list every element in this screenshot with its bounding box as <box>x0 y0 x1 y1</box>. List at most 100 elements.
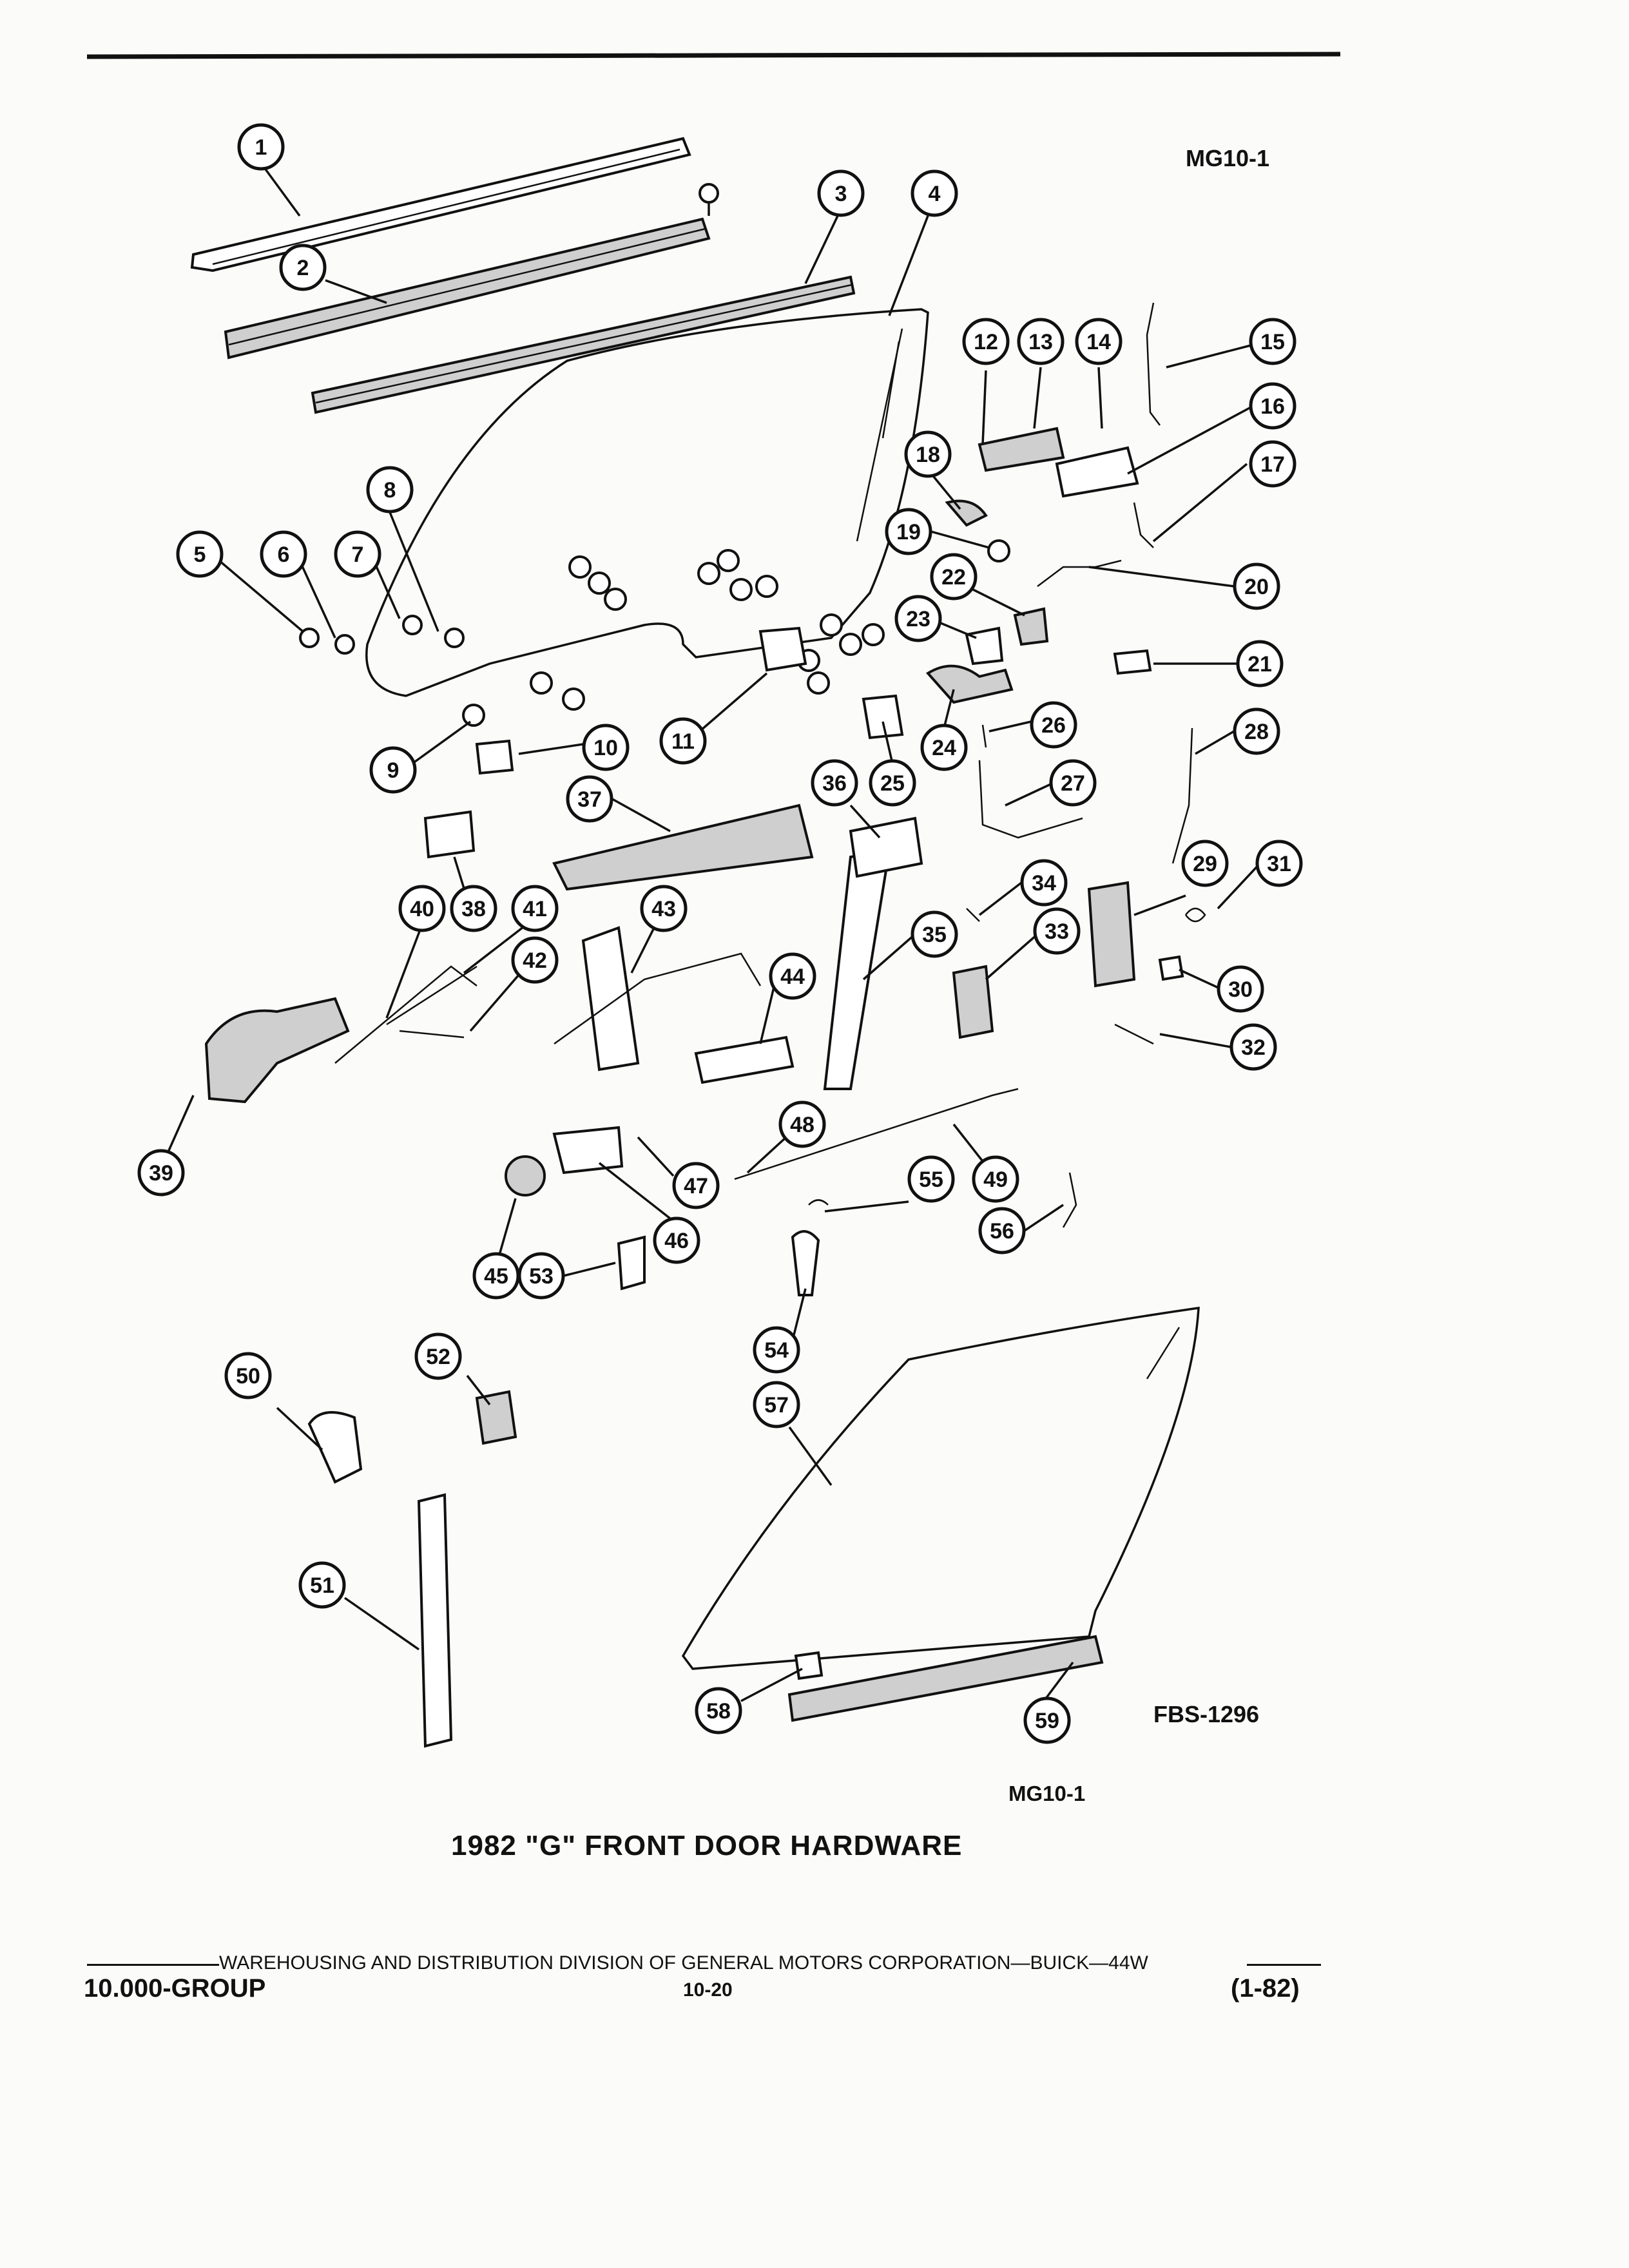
footer-rule-right <box>1247 1964 1321 1966</box>
callout-number: 11 <box>671 729 695 754</box>
glass-57 <box>681 1306 1200 1670</box>
callout-number: 7 <box>352 543 364 567</box>
callout-bubble <box>640 885 688 932</box>
arm-42 <box>399 1030 465 1039</box>
callout-45: 45 <box>472 1252 520 1300</box>
callout-12: 12 <box>962 318 1010 365</box>
callout-bubble <box>930 553 978 601</box>
callout-bubble <box>1249 318 1296 365</box>
rod-28 <box>1171 727 1193 864</box>
figure-caption: 1982 "G" FRONT DOOR HARDWARE <box>451 1830 963 1861</box>
callout-3: 3 <box>817 169 865 217</box>
actuator-33 <box>952 965 994 1039</box>
callout-number: 8 <box>384 478 396 503</box>
callout-bubble <box>582 724 630 771</box>
callout-34: 34 <box>1020 859 1068 907</box>
callout-number: 32 <box>1241 1035 1266 1060</box>
callout-number: 14 <box>1086 330 1111 354</box>
callout-number: 1 <box>255 135 267 160</box>
callout-31: 31 <box>1255 840 1303 887</box>
callout-bubble <box>869 759 916 807</box>
callout-number: 33 <box>1045 919 1069 944</box>
callout-4: 4 <box>911 169 958 217</box>
callout-bubble <box>298 1561 346 1609</box>
callout-11: 11 <box>659 717 707 765</box>
header-rule <box>86 52 1341 59</box>
callout-number: 58 <box>706 1699 731 1724</box>
callout-23: 23 <box>894 595 942 642</box>
callout-bubble <box>1181 840 1229 887</box>
callout-number: 2 <box>297 256 309 280</box>
callout-7: 7 <box>334 530 381 578</box>
callout-bubble <box>653 1216 700 1264</box>
callout-number: 24 <box>932 736 956 760</box>
callout-bubble <box>517 1252 565 1300</box>
rod-26 <box>981 724 987 748</box>
callout-number: 47 <box>684 1174 708 1198</box>
callout-number: 27 <box>1061 771 1085 796</box>
callout-number: 56 <box>990 1219 1014 1244</box>
callout-bubble <box>1030 701 1077 749</box>
callout-number: 45 <box>484 1264 508 1289</box>
sash-channel-37 <box>552 803 814 891</box>
callout-bubble <box>511 936 559 984</box>
callout-bubble <box>1249 382 1296 430</box>
callout-number: 26 <box>1041 713 1066 738</box>
callout-bubble <box>672 1162 720 1209</box>
bracket-50 <box>307 1411 363 1484</box>
callout-number: 5 <box>194 543 206 567</box>
callout-number: 19 <box>896 520 921 544</box>
rod-27 <box>978 760 1083 839</box>
callout-bubble <box>1033 907 1081 955</box>
callout-32: 32 <box>1229 1023 1277 1071</box>
footer-rule-left <box>87 1964 219 1966</box>
callout-number: 50 <box>236 1364 260 1389</box>
callout-number: 12 <box>974 330 998 354</box>
callout-number: 48 <box>790 1113 815 1137</box>
bracket-46 <box>552 1126 624 1175</box>
callout-37: 37 <box>566 775 613 823</box>
regulator-43 <box>581 926 640 1072</box>
callout-number: 18 <box>916 443 940 467</box>
callout-18: 18 <box>904 430 952 478</box>
callout-1: 1 <box>237 123 285 171</box>
lever-22 <box>1013 607 1049 646</box>
callout-bubble <box>1217 965 1264 1013</box>
callout-number: 44 <box>780 965 805 989</box>
callout-bubble <box>334 530 381 578</box>
knob-18 <box>945 499 988 527</box>
callout-8: 8 <box>366 466 414 514</box>
callout-number: 59 <box>1035 1709 1059 1733</box>
callout-number: 36 <box>822 771 847 796</box>
callout-51: 51 <box>298 1561 346 1609</box>
pulley-45 <box>505 1155 546 1196</box>
callout-bubble <box>911 910 958 958</box>
bezel-16 <box>1055 446 1139 498</box>
callout-56: 56 <box>978 1207 1026 1254</box>
callout-number: 46 <box>664 1229 689 1253</box>
callout-9: 9 <box>369 746 417 794</box>
callout-number: 28 <box>1244 720 1269 744</box>
callout-bubble <box>566 775 613 823</box>
callout-15: 15 <box>1249 318 1296 365</box>
cable-49 <box>734 1088 1019 1180</box>
callout-number: 42 <box>523 948 547 973</box>
callout-bubble <box>894 595 942 642</box>
callout-bubble <box>753 1326 800 1374</box>
callout-40: 40 <box>398 885 446 932</box>
callout-number: 40 <box>410 897 434 921</box>
regulator-39 <box>204 997 350 1104</box>
clip-30 <box>1158 955 1184 981</box>
callout-number: 54 <box>764 1338 789 1363</box>
callout-bubble <box>366 466 414 514</box>
callout-24: 24 <box>920 724 968 771</box>
callout-number: 53 <box>529 1264 554 1289</box>
callout-47: 47 <box>672 1162 720 1209</box>
callout-16: 16 <box>1249 382 1296 430</box>
callout-bubble <box>1075 318 1123 365</box>
callout-59: 59 <box>1023 1696 1071 1744</box>
rod-20 <box>1037 559 1122 587</box>
guide-51 <box>417 1493 453 1748</box>
callout-26: 26 <box>1030 701 1077 749</box>
